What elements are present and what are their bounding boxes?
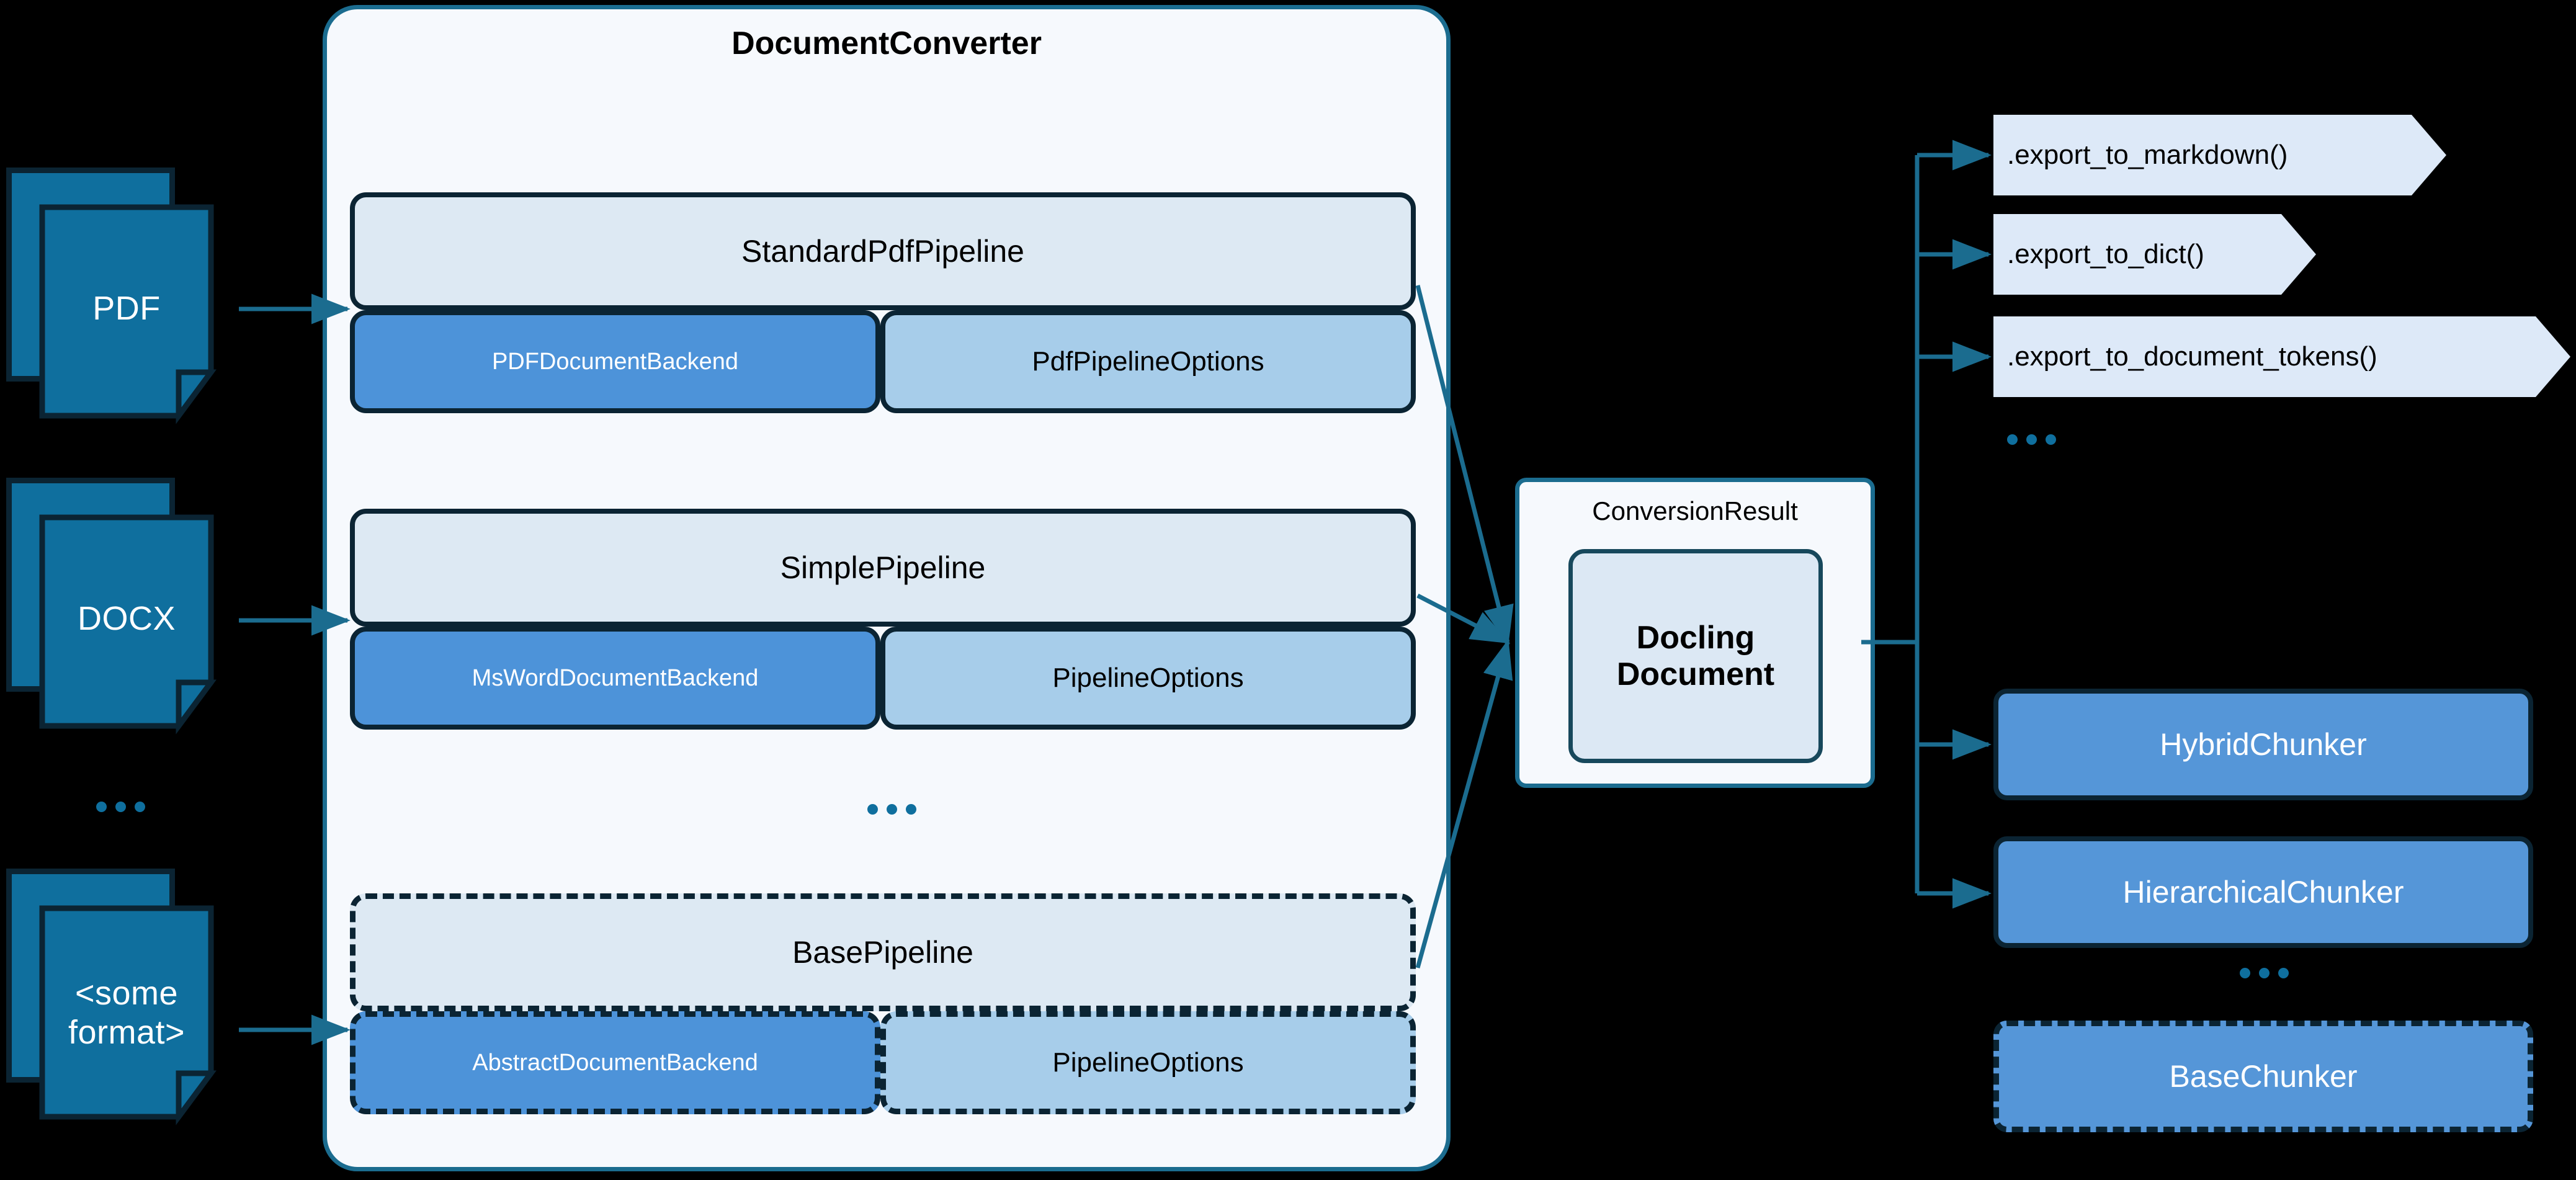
export-tag-dict[interactable]: .export_to_dict() bbox=[1993, 214, 2316, 295]
pdf-document-icon: PDF bbox=[6, 168, 239, 428]
pipeline-backend-msworddocumentbackend[interactable]: MsWordDocumentBackend bbox=[350, 627, 880, 730]
sources-ellipsis bbox=[96, 802, 145, 812]
pdf-doc-front-sheet bbox=[39, 204, 217, 424]
chunkers-ellipsis bbox=[2240, 968, 2289, 978]
docx-document-icon: DOCX bbox=[6, 478, 239, 738]
export-tag-document-tokens[interactable]: .export_to_document_tokens() bbox=[1993, 316, 2570, 397]
document-converter-title: DocumentConverter bbox=[731, 25, 1042, 61]
format-doc-label: <some format> bbox=[68, 975, 186, 1051]
conversion-result-title: ConversionResult bbox=[1592, 496, 1798, 525]
pdf-doc-label: PDF bbox=[92, 290, 161, 327]
chunker-hierarchicalchunker[interactable]: HierarchicalChunker bbox=[1993, 836, 2533, 948]
pipeline-head-standardpdfpipeline[interactable]: StandardPdfPipeline bbox=[350, 192, 1416, 310]
pipeline-options-pipelineoptions-base[interactable]: PipelineOptions bbox=[880, 1011, 1416, 1114]
docx-doc-front-sheet bbox=[39, 514, 217, 735]
pipeline-head-basepipeline[interactable]: BasePipeline bbox=[350, 893, 1416, 1011]
docx-doc-label: DOCX bbox=[77, 600, 176, 637]
pipeline-options-pdfpipelineoptions[interactable]: PdfPipelineOptions bbox=[880, 310, 1416, 413]
chunker-hybridchunker[interactable]: HybridChunker bbox=[1993, 689, 2533, 800]
converter-ellipsis bbox=[867, 804, 916, 815]
pipeline-backend-pdfdocumentbackend[interactable]: PDFDocumentBackend bbox=[350, 310, 880, 413]
pipeline-options-pipelineoptions-simple[interactable]: PipelineOptions bbox=[880, 627, 1416, 730]
chunker-basechunker[interactable]: BaseChunker bbox=[1993, 1021, 2533, 1132]
docling-document-box[interactable]: Docling Document bbox=[1568, 549, 1823, 763]
exports-ellipsis bbox=[2007, 434, 2056, 445]
pipeline-head-simplepipeline[interactable]: SimplePipeline bbox=[350, 509, 1416, 627]
format-doc-front-sheet bbox=[39, 905, 217, 1125]
some-format-document-icon: <some format> bbox=[6, 869, 239, 1129]
pipeline-backend-abstractdocumentbackend[interactable]: AbstractDocumentBackend bbox=[350, 1011, 880, 1114]
export-tag-markdown[interactable]: .export_to_markdown() bbox=[1993, 115, 2446, 195]
